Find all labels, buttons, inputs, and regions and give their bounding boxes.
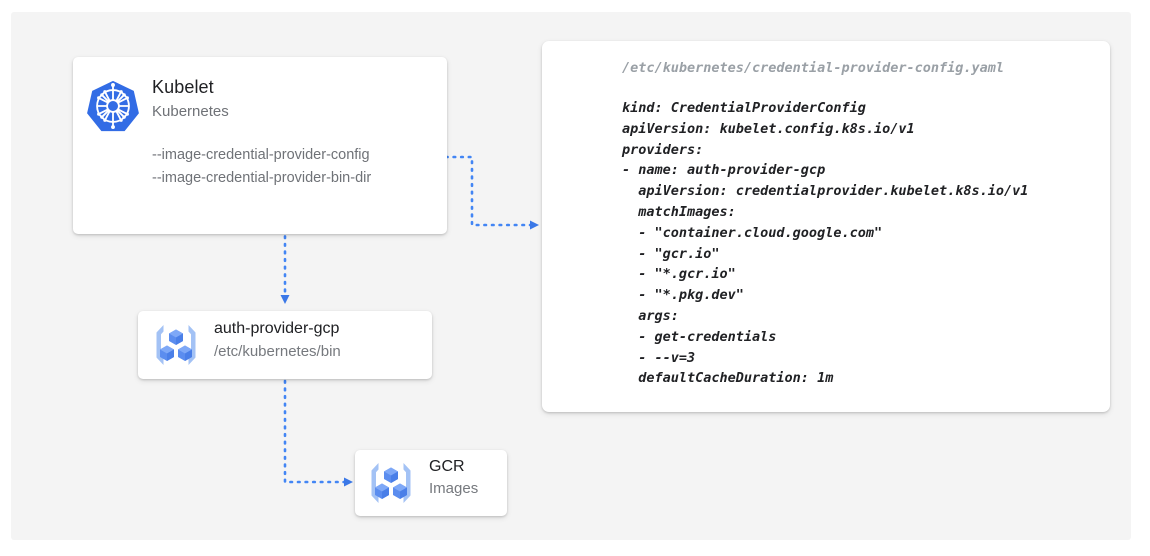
kubelet-subtitle: Kubernetes bbox=[152, 103, 229, 120]
credential-provider-config-card[interactable]: /etc/kubernetes/credential-provider-conf… bbox=[542, 41, 1110, 412]
config-file-path: /etc/kubernetes/credential-provider-conf… bbox=[622, 60, 1005, 76]
kubernetes-logo-icon bbox=[87, 80, 139, 132]
kubelet-card[interactable]: Kubelet Kubernetes --image-credential-pr… bbox=[73, 57, 447, 234]
gcr-title: GCR bbox=[429, 458, 465, 475]
container-registry-icon bbox=[156, 325, 196, 365]
container-registry-icon bbox=[371, 463, 411, 503]
gcr-card[interactable]: GCR Images bbox=[355, 450, 507, 516]
kubelet-flag-bin-dir: --image-credential-provider-bin-dir bbox=[152, 170, 372, 186]
kubelet-flag-config: --image-credential-provider-config bbox=[152, 147, 370, 163]
auth-provider-gcp-card[interactable]: auth-provider-gcp /etc/kubernetes/bin bbox=[138, 311, 432, 379]
kubelet-title: Kubelet bbox=[152, 77, 214, 97]
auth-provider-title: auth-provider-gcp bbox=[214, 320, 340, 337]
gcr-subtitle: Images bbox=[429, 480, 479, 497]
config-yaml-body: kind: CredentialProviderConfig apiVersio… bbox=[622, 100, 1029, 387]
auth-provider-subtitle: /etc/kubernetes/bin bbox=[214, 343, 341, 360]
